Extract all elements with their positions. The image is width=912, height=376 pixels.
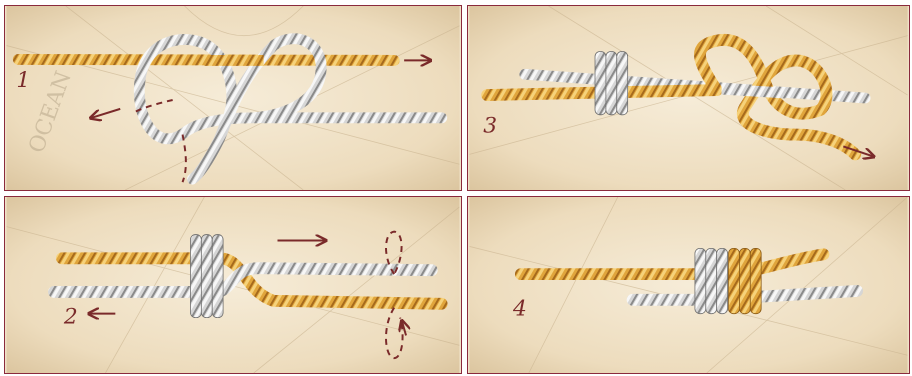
step-3-illustration: 3 [468,6,909,190]
step-2-illustration: 2 [5,197,461,373]
step-2-panel: 2 [4,196,462,374]
step-4-illustration: 4 [468,197,909,373]
white-rope-wraps [695,248,728,313]
white-rope-crossing [722,89,786,93]
step-number: 2 [63,305,78,330]
white-rope-wraps [190,235,223,318]
gold-rope-wraps [729,248,762,313]
step-3-panel: 3 [467,5,910,191]
step-1-panel: OCEAN 1 [4,5,462,191]
step-number: 1 [16,68,30,93]
step-number: 4 [512,297,527,322]
step-number: 3 [483,114,497,139]
parchment-background [469,197,907,373]
white-rope-wraps [595,52,628,115]
step-1-illustration: OCEAN 1 [5,6,461,190]
step-4-panel: 4 [467,196,910,374]
